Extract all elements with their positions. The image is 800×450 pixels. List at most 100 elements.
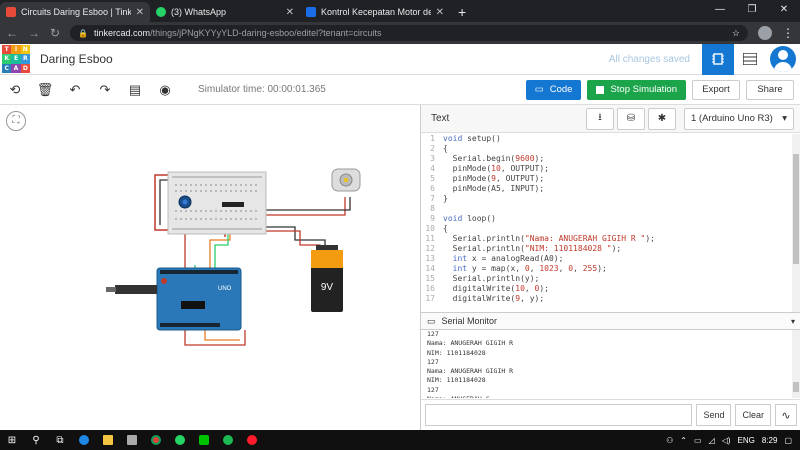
line-code: Serial.println("Nama: ANUGERAH GIGIH R "… — [443, 234, 655, 243]
browser-tab-whatsapp[interactable]: (3) WhatsApp ✕ — [150, 2, 300, 22]
tab-title: (3) WhatsApp — [171, 7, 227, 17]
tab-title: Circuits Daring Esboo | Tinkercad — [21, 7, 131, 17]
minimize-icon[interactable]: — — [715, 4, 725, 15]
code-line[interactable]: 16 digitalWrite(10, 0); — [421, 284, 800, 294]
browser-tab-tinkercad[interactable]: Circuits Daring Esboo | Tinkercad ✕ — [0, 2, 150, 22]
chrome-icon[interactable] — [144, 430, 168, 450]
whatsapp-favicon-icon — [156, 7, 166, 17]
share-button[interactable]: Share — [746, 79, 794, 100]
whatsapp-icon[interactable] — [168, 430, 192, 450]
browser-profile-icon[interactable] — [758, 26, 772, 40]
battery-icon[interactable]: ▭ — [693, 435, 702, 445]
code-line[interactable]: 6 pinMode(A5, INPUT); — [421, 184, 800, 194]
project-name[interactable]: Daring Esboo — [40, 52, 113, 66]
browser-tab-kontrol[interactable]: Kontrol Kecepatan Motor dengan ✕ — [300, 2, 450, 22]
stop-simulation-button[interactable]: Stop Simulation — [587, 79, 686, 100]
circuit-canvas[interactable]: ⛶ — [0, 105, 420, 430]
code-line[interactable]: 10{ — [421, 224, 800, 234]
delete-icon[interactable]: 🗑 — [36, 81, 54, 97]
collapse-chevron-icon[interactable]: ▾ — [790, 316, 795, 326]
code-line[interactable]: 2{ — [421, 144, 800, 154]
serial-monitor-scrollbar[interactable] — [792, 330, 800, 398]
bookmark-star-icon[interactable]: ☆ — [731, 27, 740, 38]
clear-button[interactable]: Clear — [735, 404, 771, 426]
browser-menu-icon[interactable]: ⋮ — [782, 26, 794, 40]
line-icon[interactable] — [192, 430, 216, 450]
close-tab-icon[interactable]: ✕ — [435, 6, 444, 18]
close-window-icon[interactable]: ✕ — [779, 4, 789, 15]
user-avatar[interactable] — [770, 46, 796, 72]
volume-icon[interactable]: ◁) — [721, 435, 731, 445]
upload-code-button[interactable]: ⛁ — [617, 107, 645, 130]
export-button[interactable]: Export — [692, 79, 740, 100]
store-icon[interactable] — [120, 430, 144, 450]
device-select[interactable]: 1 (Arduino Uno R3) ▾ — [684, 107, 794, 130]
undo-icon[interactable]: ↶ — [69, 81, 81, 97]
spotify-icon[interactable] — [216, 430, 240, 450]
send-button[interactable]: Send — [696, 404, 732, 426]
code-line[interactable]: 14 int y = map(x, 0, 1023, 0, 255); — [421, 264, 800, 274]
visibility-icon[interactable]: ◉ — [159, 81, 171, 97]
component-list-button[interactable] — [734, 44, 766, 75]
search-icon[interactable]: ⚲ — [32, 434, 40, 446]
serial-monitor-header[interactable]: ▭ Serial Monitor ▾ — [421, 312, 800, 330]
serial-input[interactable] — [425, 404, 693, 426]
edge-icon[interactable] — [72, 430, 96, 450]
code-line[interactable]: 13 int x = analogRead(A0); — [421, 254, 800, 264]
notes-icon[interactable]: ▤ — [128, 81, 142, 97]
close-tab-icon[interactable]: ✕ — [135, 6, 144, 18]
redo-icon[interactable]: ↷ — [99, 81, 111, 97]
code-line[interactable]: 12 Serial.println("NIM: 1101184028 "); — [421, 244, 800, 254]
input-language[interactable]: ENG — [737, 435, 755, 445]
notifications-icon[interactable]: ▢ — [784, 435, 792, 445]
graph-toggle-button[interactable]: ∿ — [775, 404, 797, 426]
line-code: pinMode(10, OUTPUT); — [443, 164, 549, 173]
rotate-icon[interactable]: ⟲ — [9, 81, 21, 97]
device-select-value: 1 (Arduino Uno R3) — [691, 113, 773, 124]
debugger-button[interactable]: ✱ — [648, 107, 676, 130]
network-icon[interactable]: ◿ — [708, 435, 715, 445]
code-line[interactable]: 4 pinMode(10, OUTPUT); — [421, 164, 800, 174]
line-number: 13 — [425, 254, 435, 263]
code-line[interactable]: 8 — [421, 204, 800, 214]
simulator-time: Simulator time: 00:00:01.365 — [198, 84, 326, 95]
code-line[interactable]: 11 Serial.println("Nama: ANUGERAH GIGIH … — [421, 234, 800, 244]
code-mode-select[interactable]: Text — [431, 113, 450, 124]
task-view-icon[interactable]: ⧉ — [56, 434, 64, 446]
circuit-view-button[interactable] — [702, 43, 734, 75]
code-line[interactable]: 17 digitalWrite(9, y); — [421, 294, 800, 304]
reload-icon[interactable]: ↻ — [50, 26, 61, 40]
restore-icon[interactable]: ❐ — [747, 4, 757, 15]
download-code-button[interactable]: ⭳ — [586, 107, 614, 130]
line-number: 11 — [425, 234, 435, 243]
file-explorer-icon[interactable] — [96, 430, 120, 450]
new-tab-button[interactable]: + — [458, 4, 467, 20]
code-button[interactable]: ▭ Code — [525, 79, 582, 100]
windows-start-icon[interactable]: ⊞ — [7, 434, 17, 446]
back-icon[interactable]: ← — [6, 26, 18, 40]
tab-title: Kontrol Kecepatan Motor dengan — [321, 7, 431, 17]
forward-icon[interactable]: → — [28, 26, 40, 40]
code-editor-scrollbar[interactable] — [792, 134, 800, 312]
chevron-up-icon[interactable]: ⌃ — [680, 435, 687, 445]
code-line[interactable]: 5 pinMode(9, OUTPUT); — [421, 174, 800, 184]
close-tab-icon[interactable]: ✕ — [285, 6, 294, 18]
code-line[interactable]: 7} — [421, 194, 800, 204]
code-line[interactable]: 3 Serial.begin(9600); — [421, 154, 800, 164]
clock[interactable]: 8:29 — [761, 435, 778, 445]
code-line[interactable]: 15 Serial.println(y); — [421, 274, 800, 284]
save-status: All changes saved — [608, 53, 690, 65]
url-field[interactable]: 🔒 tinkercad.com/things/jPNgKYYyYLD-darin… — [70, 25, 748, 41]
opera-icon[interactable] — [240, 430, 264, 450]
url-path: /things/jPNgKYYyYLD-daring-esboo/editel?… — [150, 28, 382, 38]
serial-output-line: 127 — [427, 330, 439, 338]
window-controls: — ❐ ✕ — [704, 0, 800, 22]
zoom-to-fit-icon[interactable]: ⛶ — [6, 111, 26, 131]
people-icon[interactable]: ⚇ — [666, 435, 674, 445]
code-button-label: Code — [549, 84, 573, 95]
serial-output-line: NIM: 1101184028 — [427, 376, 486, 385]
